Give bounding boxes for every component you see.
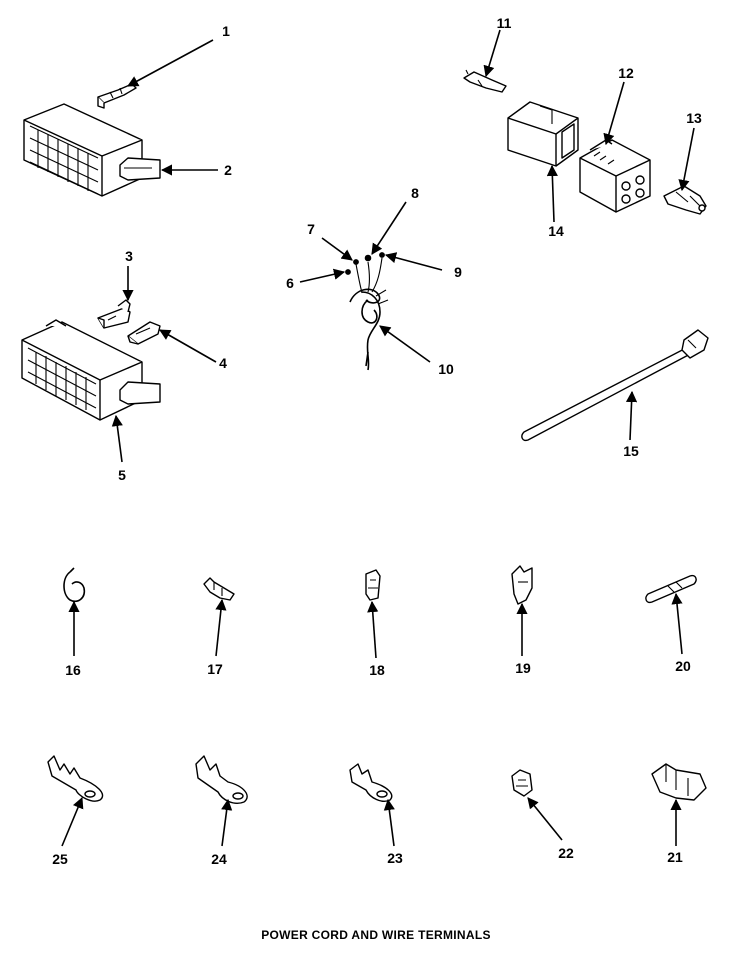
callout-10: 10 xyxy=(438,361,454,377)
callout-2: 2 xyxy=(224,162,232,178)
callout-3: 3 xyxy=(125,248,133,264)
callout-17: 17 xyxy=(207,661,223,677)
callout-14: 14 xyxy=(548,223,564,239)
callout-18: 18 xyxy=(369,662,385,678)
callout-1: 1 xyxy=(222,23,230,39)
part-13-pin-terminal xyxy=(663,185,707,215)
callout-numbers: 1 2 3 4 5 6 7 8 9 10 11 12 13 14 15 16 1… xyxy=(52,15,702,867)
part-8-terminal xyxy=(364,254,372,262)
callout-24: 24 xyxy=(211,851,227,867)
part-22-terminal xyxy=(511,769,533,797)
part-4-terminal xyxy=(127,321,161,345)
callout-25: 25 xyxy=(52,851,68,867)
diagram-title: POWER CORD AND WIRE TERMINALS xyxy=(261,928,491,942)
part-1-terminal xyxy=(97,83,137,109)
part-6-terminal xyxy=(345,269,351,275)
callout-15: 15 xyxy=(623,443,639,459)
part-15-cable-tie xyxy=(521,329,709,442)
part-19-spade-terminal xyxy=(511,565,533,605)
callout-5: 5 xyxy=(118,467,126,483)
callout-4: 4 xyxy=(219,355,227,371)
part-3-terminal xyxy=(97,299,131,329)
part-11-terminal xyxy=(463,69,507,93)
part-7-terminal xyxy=(353,259,359,265)
part-2-connector-housing xyxy=(23,103,161,197)
callout-20: 20 xyxy=(675,658,691,674)
part-16-wire-clip xyxy=(63,567,86,603)
part-12-connector-pins xyxy=(579,139,651,213)
part-10-power-cord-harness xyxy=(345,252,389,371)
part-20-flat-terminal xyxy=(645,574,697,604)
leader-lines xyxy=(61,29,695,847)
callout-11: 11 xyxy=(497,15,512,31)
part-24-ring-terminal xyxy=(195,755,248,804)
callout-21: 21 xyxy=(667,849,683,865)
callout-12: 12 xyxy=(618,65,634,81)
callout-6: 6 xyxy=(286,275,294,291)
part-17-terminal xyxy=(203,577,235,601)
part-21-bracket-terminal xyxy=(651,763,707,801)
callout-22: 22 xyxy=(558,845,574,861)
part-14-connector-shell xyxy=(507,101,579,167)
callout-7: 7 xyxy=(307,221,315,237)
callout-13: 13 xyxy=(686,110,702,126)
part-18-terminal xyxy=(365,569,381,601)
part-5-connector-housing xyxy=(21,319,161,421)
callout-16: 16 xyxy=(65,662,81,678)
part-9-terminal xyxy=(379,252,385,258)
part-23-ring-terminal xyxy=(349,763,393,802)
callout-19: 19 xyxy=(515,660,531,676)
callout-8: 8 xyxy=(411,185,419,201)
callout-9: 9 xyxy=(454,264,462,280)
callout-23: 23 xyxy=(387,850,403,866)
part-25-ring-terminal xyxy=(47,755,104,802)
